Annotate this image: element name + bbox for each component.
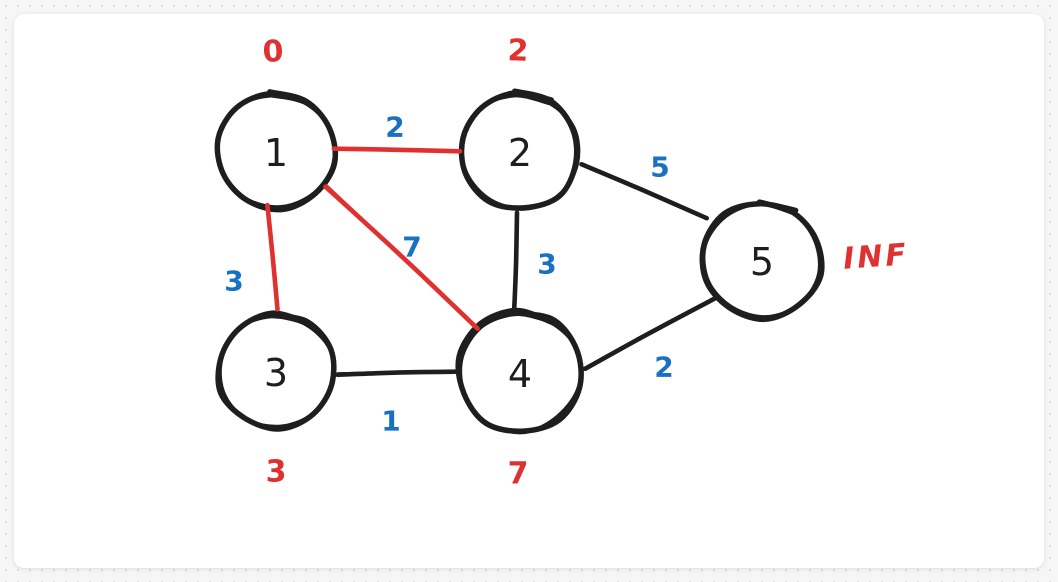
- edge-1-3: [265, 202, 280, 312]
- edge-weight-4-5: 2: [654, 351, 673, 384]
- edge-weight-3-4: 1: [381, 405, 400, 438]
- node-3: [215, 310, 337, 432]
- node-3-label: 3: [264, 351, 288, 395]
- distance-label-4: 7: [508, 457, 529, 492]
- distance-label-1: 0: [262, 34, 285, 70]
- node-4-label: 4: [508, 352, 532, 396]
- node-2-label: 2: [508, 131, 532, 175]
- distance-label-5: INF: [842, 237, 910, 277]
- node-5: [699, 199, 825, 323]
- distance-label-2: 2: [507, 33, 529, 69]
- edge-weight-2-5: 5: [650, 151, 669, 184]
- edge-2-4: [511, 210, 520, 314]
- node-1: [214, 89, 339, 213]
- edge-1-2: [331, 146, 463, 154]
- edge-weight-2-4: 3: [537, 248, 556, 281]
- edge-2-5: [579, 161, 709, 221]
- distance-label-3: 3: [266, 455, 287, 490]
- edge-weight-1-2: 2: [385, 111, 404, 144]
- edge-1-4: [323, 184, 480, 331]
- edge-3-4: [335, 369, 458, 377]
- node-1-label: 1: [264, 131, 288, 175]
- node-5-label: 5: [750, 240, 774, 284]
- edge-weight-1-3: 3: [224, 265, 243, 298]
- node-4: [455, 307, 584, 435]
- node-2: [458, 88, 581, 211]
- edge-weight-1-4: 7: [402, 231, 421, 264]
- edge-4-5: [582, 295, 719, 372]
